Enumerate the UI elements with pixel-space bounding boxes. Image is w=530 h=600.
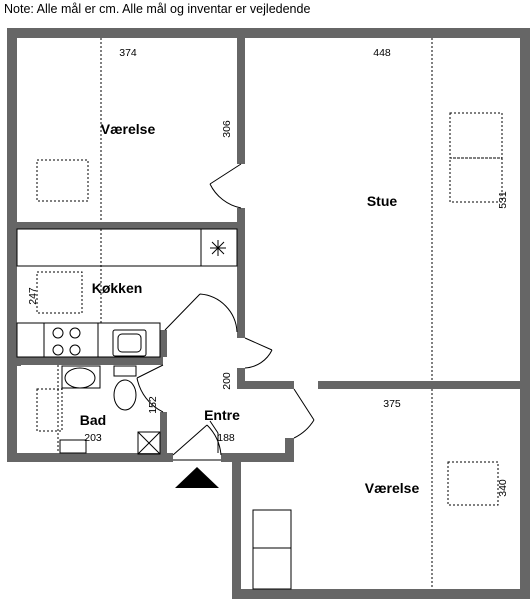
- dimension-340: 340: [497, 479, 509, 497]
- room-label-bedroom-top: Værelse: [101, 121, 156, 137]
- dimension-531: 531: [497, 191, 509, 209]
- doors: [136, 163, 315, 461]
- dashed-lines: [36, 38, 503, 589]
- dimension-374: 374: [119, 47, 137, 59]
- dimension-247: 247: [27, 287, 39, 305]
- entry-leader: [209, 420, 219, 453]
- dimension-188: 188: [217, 432, 235, 444]
- room-label-bath: Bad: [80, 412, 106, 428]
- dimension-200: 200: [221, 372, 233, 390]
- room-label-entry: Entre: [204, 407, 240, 423]
- fixtures: [16, 228, 292, 590]
- room-label-living: Stue: [367, 193, 398, 209]
- walls: [7, 28, 530, 599]
- room-label-kitchen: Køkken: [92, 280, 143, 296]
- room-label-bedroom-bottom: Værelse: [365, 480, 420, 496]
- dimension-375: 375: [383, 398, 401, 410]
- dimension-203: 203: [84, 432, 102, 444]
- dimension-152: 152: [147, 396, 159, 414]
- fridge-star-icon: [210, 240, 226, 256]
- dimension-448: 448: [373, 47, 391, 59]
- entrance-arrow-icon: [175, 467, 219, 488]
- disclaimer-note: Note: Alle mål er cm. Alle mål og invent…: [4, 2, 311, 16]
- dimension-306: 306: [221, 120, 233, 138]
